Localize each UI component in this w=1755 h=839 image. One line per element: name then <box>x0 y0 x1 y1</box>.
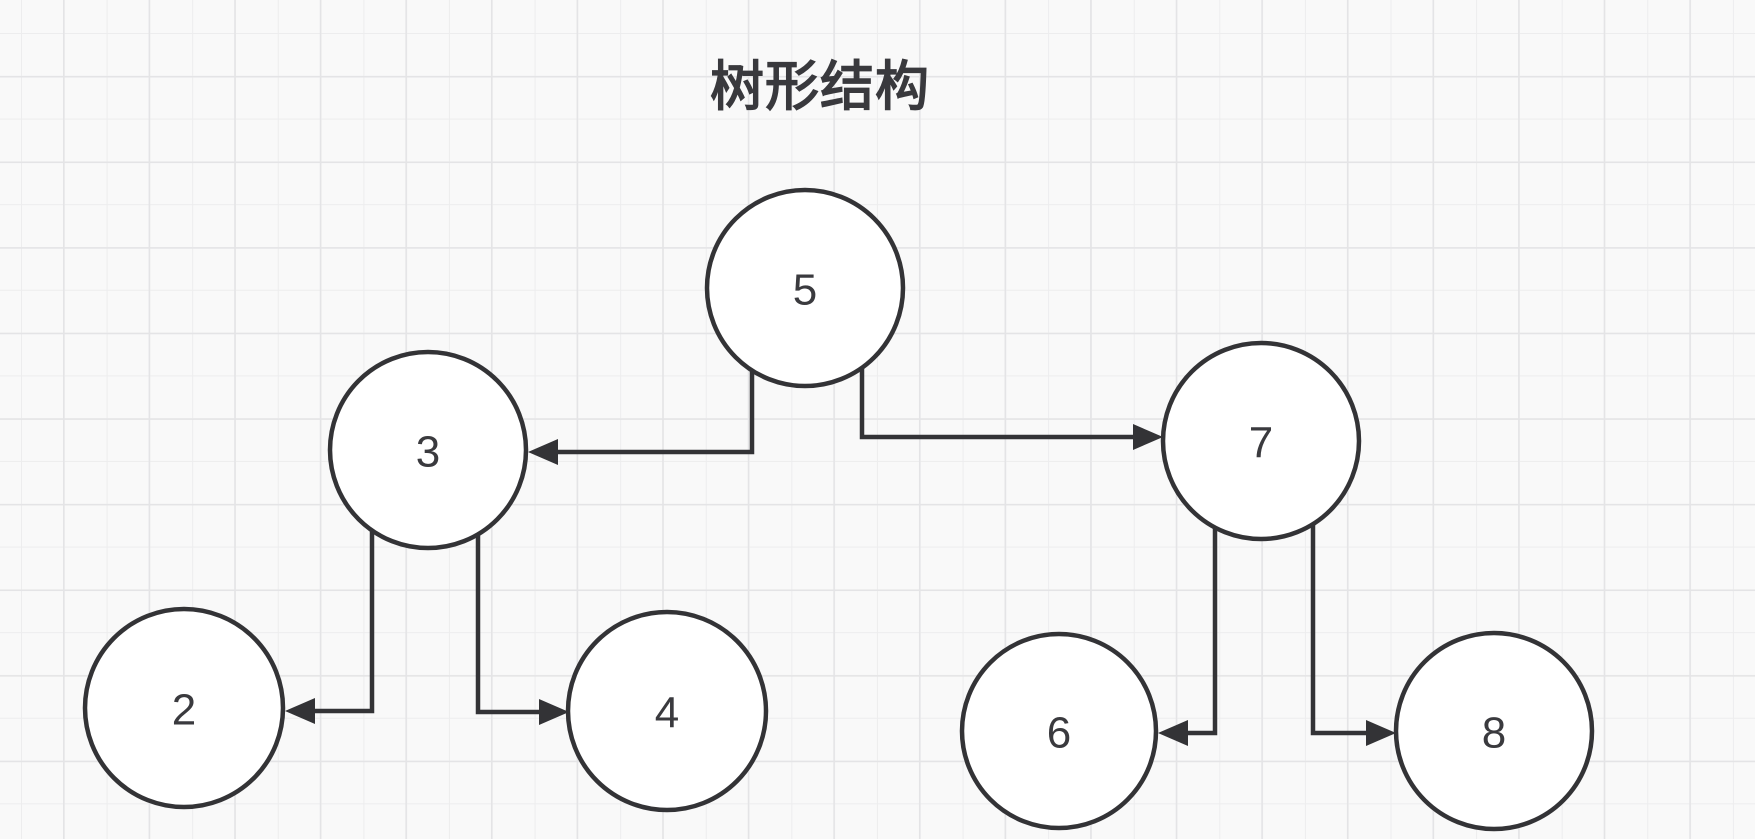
arrowhead-icon <box>1133 424 1163 450</box>
connector-line <box>475 500 561 715</box>
node-circle <box>1160 340 1362 542</box>
arrowhead-icon <box>528 439 558 465</box>
tree-node-3[interactable]: 3 <box>327 349 529 551</box>
connector-line <box>859 345 1155 440</box>
node-label: 5 <box>793 266 817 315</box>
arrowhead-icon <box>1158 720 1188 746</box>
node-circle <box>565 609 769 813</box>
tree-node-8[interactable]: 8 <box>1393 630 1595 832</box>
arrowhead-icon <box>539 699 569 725</box>
arrowhead-icon <box>285 698 315 724</box>
node-label: 3 <box>416 428 440 477</box>
edge-3-4[interactable] <box>475 500 569 725</box>
diagram-title[interactable]: 树形结构 <box>710 57 930 117</box>
tree-node-2[interactable]: 2 <box>82 606 286 810</box>
edge-5-3[interactable] <box>528 345 755 465</box>
tree-node-6[interactable]: 6 <box>959 631 1159 831</box>
node-circle <box>82 606 286 810</box>
node-label: 6 <box>1047 709 1071 758</box>
edge-5-7[interactable] <box>859 345 1163 450</box>
node-label: 8 <box>1482 709 1506 758</box>
tree-node-7[interactable]: 7 <box>1160 340 1362 542</box>
node-label: 7 <box>1249 419 1273 468</box>
connector-line <box>536 345 755 455</box>
edge-7-8[interactable] <box>1310 495 1396 746</box>
tree-node-5[interactable]: 5 <box>704 187 906 389</box>
arrowhead-icon <box>1366 720 1396 746</box>
edge-3-2[interactable] <box>285 500 375 724</box>
node-circle <box>327 349 529 551</box>
node-circle <box>1393 630 1595 832</box>
connector-line <box>1310 495 1388 736</box>
node-circle <box>959 631 1159 831</box>
node-circle <box>704 187 906 389</box>
node-label: 2 <box>172 686 196 735</box>
node-label: 4 <box>655 689 679 738</box>
tree-node-4[interactable]: 4 <box>565 609 769 813</box>
connector-line <box>1166 495 1218 736</box>
connector-line <box>293 500 375 714</box>
edge-7-6[interactable] <box>1158 495 1218 746</box>
